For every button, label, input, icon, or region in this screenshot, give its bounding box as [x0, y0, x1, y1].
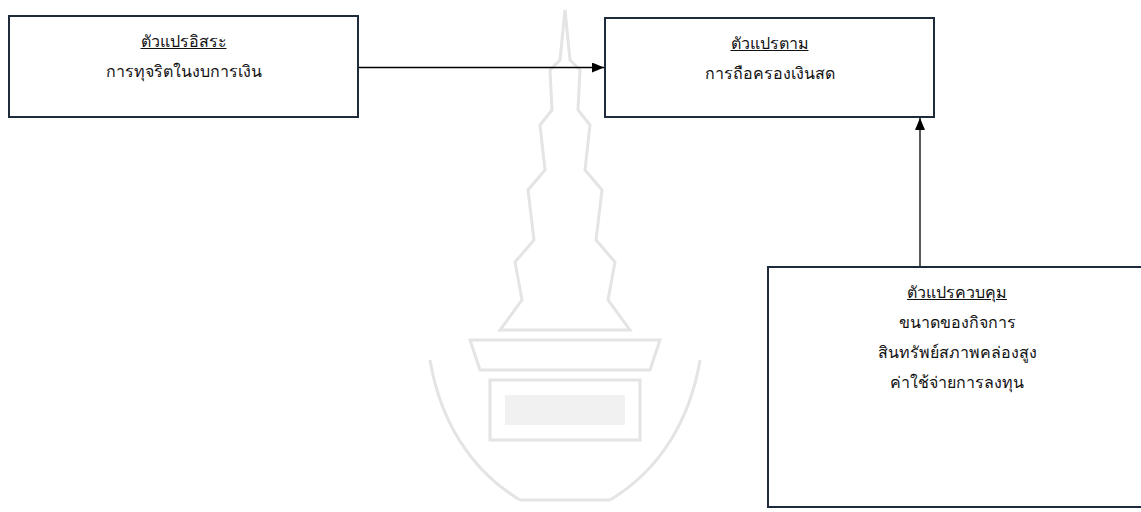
control-variable: ขนาดของกิจการ — [899, 308, 1016, 338]
arrow-connector — [359, 67, 604, 68]
control-variable: สินทรัพย์สภาพคล่องสูง — [878, 338, 1037, 368]
variable-box: ตัวแปรอิสระการทุจริตในงบการเงิน — [8, 15, 359, 118]
variable-box: ตัวแปรตามการถือครองเงินสด — [604, 17, 935, 118]
variable-box: ตัวแปรควบคุมขนาดของกิจการสินทรัพย์สภาพคล… — [767, 266, 1141, 508]
control-variable: ค่าใช้จ่ายการลงทุน — [890, 368, 1024, 398]
arrow-connector — [919, 118, 920, 266]
variable-name: การถือครองเงินสด — [705, 59, 835, 89]
variable-type-heading: ตัวแปรอิสระ — [141, 27, 227, 57]
variable-type-heading: ตัวแปรควบคุม — [907, 278, 1007, 308]
variable-name: การทุจริตในงบการเงิน — [106, 57, 262, 87]
variable-type-heading: ตัวแปรตาม — [731, 29, 809, 59]
